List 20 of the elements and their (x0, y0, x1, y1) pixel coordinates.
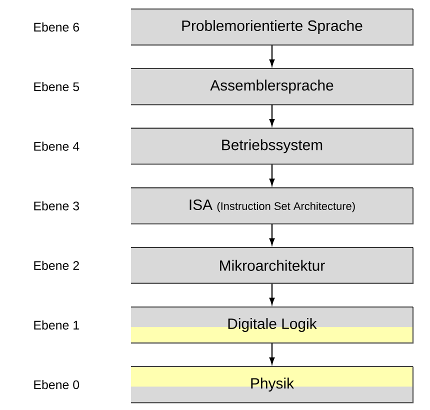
arrow (269, 284, 275, 305)
layer-label: Ebene 0 (34, 380, 80, 390)
layer-label: Ebene 6 (34, 22, 80, 32)
layer-box: Digitale Logik (130, 306, 414, 344)
layer-box: Betriebssystem (130, 128, 414, 165)
layer-box: ISA (Instruction Set Architecture) (130, 187, 414, 224)
layer-label: Ebene 4 (34, 142, 80, 151)
layer-label: Ebene 1 (34, 320, 79, 330)
arrow (269, 104, 275, 126)
layer-box: Physik (130, 366, 414, 404)
arrow (269, 45, 275, 66)
arrow (269, 343, 275, 364)
layer-box: Problemorientierte Sprache (130, 8, 414, 46)
layer-label: Ebene 3 (34, 201, 80, 210)
layer-box: Assemblersprache (130, 68, 414, 106)
layer-box: Mikroarchitektur (130, 247, 414, 284)
arrow (269, 164, 275, 186)
arrow (269, 224, 275, 246)
layer-label: Ebene 5 (34, 82, 80, 92)
layer-label: Ebene 2 (34, 260, 79, 270)
